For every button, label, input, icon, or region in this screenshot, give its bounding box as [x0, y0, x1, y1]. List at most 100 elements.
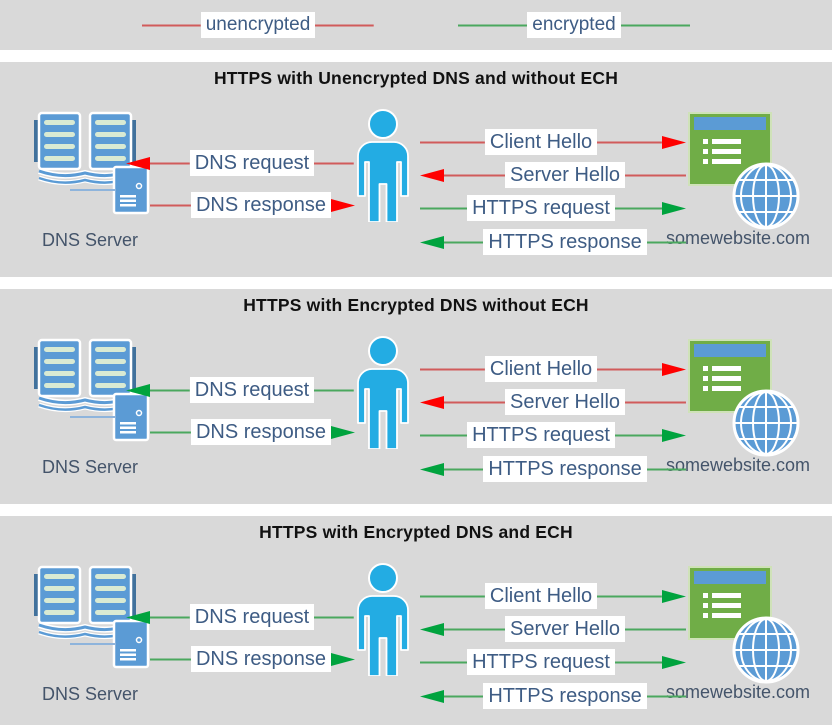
- person-icon: [357, 336, 409, 449]
- arrow-line: [420, 368, 485, 370]
- arrow-line: [625, 628, 687, 630]
- section-encrypted-dns-ech: HTTPS with Encrypted DNS and ECH DNS Ser…: [0, 516, 832, 725]
- client-hello-label: Client Hello: [484, 356, 598, 382]
- dns-server-label: DNS Server: [42, 684, 139, 704]
- arrow-line: [625, 401, 687, 403]
- arrowhead-left-icon: [420, 689, 444, 703]
- arrow-dns-request: DNS request: [126, 604, 354, 630]
- legend-encrypted: encrypted: [458, 12, 691, 38]
- arrow-client-hello: Client Hello: [420, 129, 687, 155]
- website-label: somewebsite.com: [665, 455, 811, 475]
- website-label: somewebsite.com: [665, 682, 811, 702]
- dns-response-label: DNS response: [190, 646, 331, 672]
- book-server-connector: [70, 189, 116, 191]
- dns-server-box-icon: [112, 619, 150, 669]
- arrow-line: [420, 595, 485, 597]
- unencrypted-line: [315, 24, 375, 26]
- client-hello-label: Client Hello: [484, 129, 598, 155]
- arrow-client-hello: Client Hello: [420, 583, 687, 609]
- arrow-dns-response: DNS response: [150, 192, 355, 218]
- legend-bar: unencrypted encrypted: [0, 0, 832, 50]
- unencrypted-line: [142, 24, 201, 26]
- arrow-line: [444, 241, 484, 243]
- encrypted-line: [458, 24, 528, 26]
- server-hello-label: Server Hello: [504, 162, 626, 188]
- arrow-line: [625, 174, 687, 176]
- arrow-line: [420, 207, 468, 209]
- arrow-line: [444, 695, 484, 697]
- arrow-line: [614, 207, 663, 209]
- arrow-https-request: HTTPS request: [420, 422, 687, 448]
- arrowhead-right-icon: [662, 589, 687, 603]
- arrow-line: [444, 174, 505, 176]
- https-request-label: HTTPS request: [467, 422, 615, 448]
- arrow-server-hello: Server Hello: [420, 162, 687, 188]
- arrow-server-hello: Server Hello: [420, 389, 687, 415]
- https-response-label: HTTPS response: [483, 229, 647, 255]
- arrow-line: [150, 616, 190, 618]
- arrowhead-right-icon: [662, 362, 687, 376]
- legend-unencrypted-label: unencrypted: [200, 12, 316, 38]
- arrowhead-right-icon: [331, 652, 355, 666]
- https-request-label: HTTPS request: [467, 195, 615, 221]
- arrow-line: [646, 695, 687, 697]
- arrowhead-left-icon: [126, 383, 150, 397]
- book-server-connector: [70, 643, 116, 645]
- arrow-line: [597, 368, 663, 370]
- arrow-https-response: HTTPS response: [420, 683, 687, 709]
- arrow-dns-response: DNS response: [150, 419, 355, 445]
- arrow-line: [150, 162, 190, 164]
- arrow-line: [444, 401, 505, 403]
- arrow-https-request: HTTPS request: [420, 195, 687, 221]
- arrow-line: [314, 389, 354, 391]
- arrow-line: [314, 162, 354, 164]
- dns-book-icon: [34, 111, 136, 186]
- arrow-line: [444, 468, 484, 470]
- dns-request-label: DNS request: [189, 604, 315, 630]
- arrowhead-left-icon: [420, 395, 444, 409]
- legend-encrypted-label: encrypted: [527, 12, 621, 38]
- section-unencrypted-dns-no-ech: HTTPS with Unencrypted DNS and without E…: [0, 62, 832, 277]
- section-title: HTTPS with Encrypted DNS and ECH: [259, 522, 573, 542]
- arrowhead-left-icon: [126, 610, 150, 624]
- person-icon: [357, 563, 409, 676]
- arrow-line: [150, 204, 191, 206]
- arrow-line: [646, 468, 687, 470]
- dns-server-label: DNS Server: [42, 457, 139, 477]
- arrow-line: [597, 595, 663, 597]
- dns-response-label: DNS response: [190, 192, 331, 218]
- arrow-server-hello: Server Hello: [420, 616, 687, 642]
- arrow-https-response: HTTPS response: [420, 456, 687, 482]
- dns-server-box-icon: [112, 165, 150, 215]
- encrypted-line: [620, 24, 691, 26]
- globe-icon: [732, 616, 800, 684]
- dns-response-label: DNS response: [190, 419, 331, 445]
- arrowhead-left-icon: [420, 462, 444, 476]
- arrowhead-right-icon: [662, 655, 687, 669]
- https-request-label: HTTPS request: [467, 649, 615, 675]
- arrow-dns-response: DNS response: [150, 646, 355, 672]
- arrowhead-right-icon: [662, 428, 687, 442]
- website-label: somewebsite.com: [665, 228, 811, 248]
- arrowhead-right-icon: [662, 135, 687, 149]
- dns-server-label: DNS Server: [42, 230, 139, 250]
- legend-unencrypted: unencrypted: [142, 12, 375, 38]
- section-title: HTTPS with Unencrypted DNS and without E…: [213, 68, 619, 88]
- arrow-https-request: HTTPS request: [420, 649, 687, 675]
- arrow-line: [420, 661, 468, 663]
- globe-icon: [732, 162, 800, 230]
- arrow-line: [150, 389, 190, 391]
- arrowhead-right-icon: [331, 425, 355, 439]
- arrow-line: [150, 431, 191, 433]
- arrow-line: [444, 628, 505, 630]
- arrow-line: [597, 141, 663, 143]
- arrowhead-right-icon: [331, 198, 355, 212]
- arrow-line: [420, 141, 485, 143]
- arrowhead-left-icon: [420, 168, 444, 182]
- arrow-line: [646, 241, 687, 243]
- https-response-label: HTTPS response: [483, 683, 647, 709]
- https-response-label: HTTPS response: [483, 456, 647, 482]
- globe-icon: [732, 389, 800, 457]
- dns-request-label: DNS request: [189, 377, 315, 403]
- arrow-https-response: HTTPS response: [420, 229, 687, 255]
